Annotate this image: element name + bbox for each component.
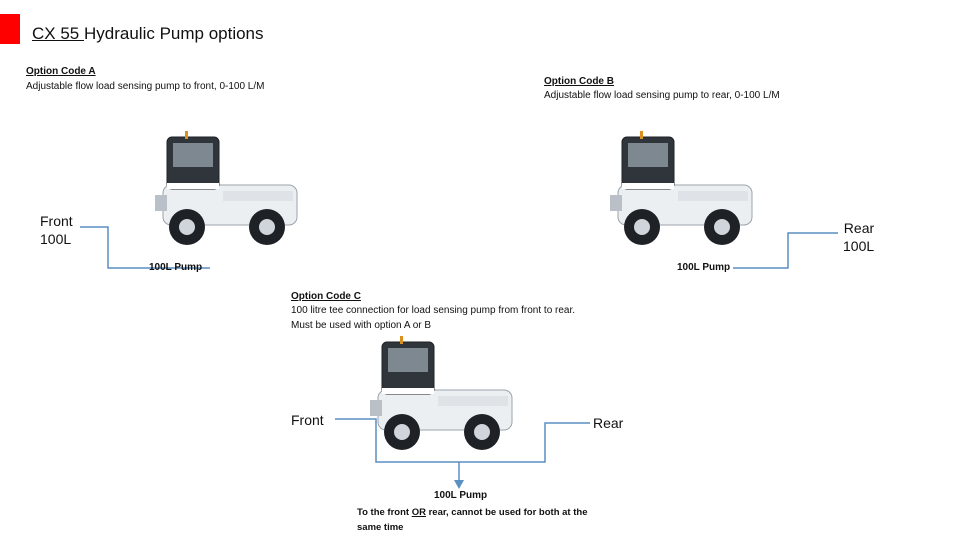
option-b-hose-line [733, 232, 838, 269]
option-c-code: Option Code C [291, 291, 361, 302]
option-a-pump-label: 100L Pump [149, 262, 203, 273]
option-c-description-line-1: 100 litre tee connection for load sensin… [291, 305, 576, 316]
accent-bar [0, 14, 20, 44]
option-c-hose-line [335, 418, 590, 463]
option-b-tractor-image [609, 130, 753, 246]
option-a-hose-line [80, 226, 210, 269]
option-c-arrow-head [454, 480, 464, 489]
option-b-label-line-1: Rear [843, 220, 875, 236]
option-c-tractor-image [369, 335, 513, 451]
option-b-code: Option Code B [544, 76, 614, 87]
option-c-note: To the front OR rear, cannot be used for… [357, 505, 602, 535]
option-a-side-label: Front 100L [40, 212, 73, 248]
option-c-note-or: OR [411, 507, 426, 518]
title-rest: Hydraulic Pump options [83, 24, 264, 43]
option-a-label-line-2: 100L [40, 231, 72, 247]
option-a-code: Option Code A [26, 66, 96, 77]
option-b-label-line-2: 100L [843, 238, 875, 254]
option-a-tractor-image [154, 130, 298, 246]
option-c-note-end: rear, cannot be used for both at the sam… [357, 507, 588, 533]
option-c-pump-label: 100L Pump [434, 490, 488, 501]
option-c-front-label: Front [291, 412, 324, 428]
option-c-rear-label: Rear [593, 415, 624, 431]
option-b-side-label: Rear 100L [843, 219, 874, 255]
option-a-label-line-1: Front [40, 213, 73, 229]
option-c-note-start: To the front [357, 507, 412, 518]
page-title: CX 55 Hydraulic Pump options [32, 24, 264, 44]
option-a-description: Adjustable flow load sensing pump to fro… [26, 81, 265, 92]
option-c-description-line-2: Must be used with option A or B [291, 320, 432, 331]
option-b-description: Adjustable flow load sensing pump to rea… [544, 90, 780, 101]
option-b-pump-label: 100L Pump [677, 262, 731, 273]
title-model: CX 55 [32, 24, 84, 43]
